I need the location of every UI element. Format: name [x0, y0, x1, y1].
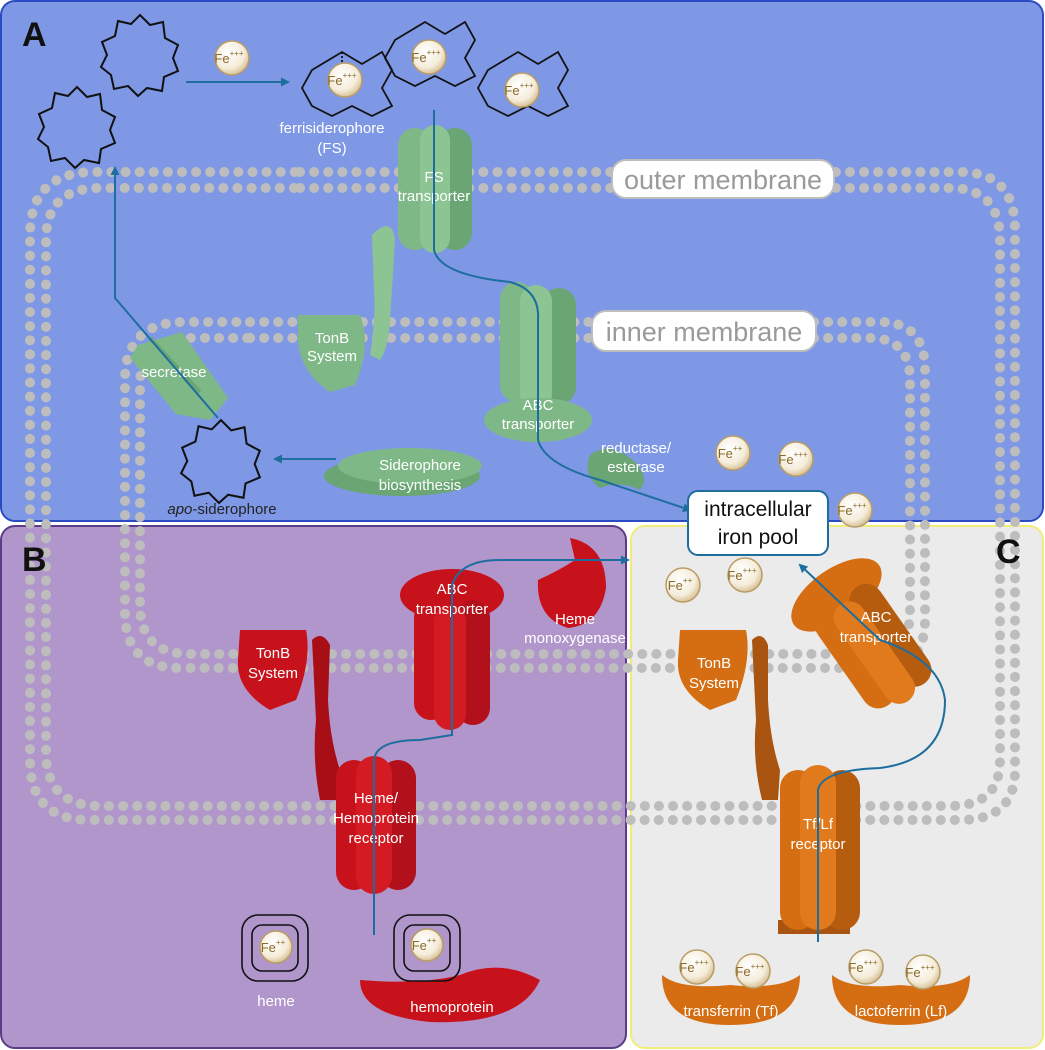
iron-ion-icon: Fe+++ [735, 953, 771, 989]
receptor-b-label-2: Hemoprotein [333, 810, 419, 827]
transferrin [662, 975, 800, 1025]
reductase-label-2: esterase [607, 459, 665, 476]
ferrisiderophore-icon [476, 50, 570, 118]
iron-ion-icon: Fe+++ [848, 949, 884, 985]
tonb-system-c [677, 630, 780, 800]
tonb-c-label-2: System [689, 675, 739, 692]
ferrisiderophore-icon [383, 20, 477, 88]
heme-monoxygenase-label-2: monoxygenase [524, 630, 626, 647]
svg-text:Fe+++: Fe+++ [778, 450, 808, 467]
iron-ion-icon: Fe+++ [327, 62, 363, 98]
tonb-c-label: TonB [697, 655, 731, 672]
tonb-b-label: TonB [256, 645, 290, 662]
iron-ion-icon: Fe+++ [504, 72, 540, 108]
panel-b-letter: B [22, 541, 47, 579]
svg-text:Fe+++: Fe+++ [214, 49, 244, 66]
receptor-b-label: Heme/ [354, 790, 399, 807]
iron-ion-icon: Fe++ [715, 435, 751, 471]
svg-text:Fe+++: Fe+++ [411, 48, 441, 65]
abc-c-label: ABC [861, 609, 892, 626]
iron-ion-icon: Fe+++ [679, 949, 715, 985]
porphyrin-icon [393, 914, 461, 982]
siderophore-biosynthesis-label: Siderophore [379, 457, 461, 474]
svg-text:Fe++: Fe++ [412, 936, 437, 953]
tonb-system-b [237, 630, 340, 800]
iron-ion-icon: Fe+++ [727, 557, 763, 593]
heme-hemoprotein-receptor [336, 756, 416, 894]
receptor-b-label-3: receptor [348, 830, 403, 847]
heme-label: heme [257, 993, 295, 1010]
iron-ion-icon: Fe++ [665, 567, 701, 603]
siderophore-biosynthesis [324, 448, 482, 496]
svg-text:Fe++: Fe++ [261, 938, 286, 955]
inner-membrane-label: inner membrane [606, 317, 803, 347]
tonb-b-label-2: System [248, 665, 298, 682]
outer-membrane [25, 167, 1020, 825]
svg-text:Fe+++: Fe+++ [848, 958, 878, 975]
porphyrin-icon [241, 914, 309, 982]
svg-text:Fe+++: Fe+++ [504, 81, 534, 98]
tonb-system-a [298, 226, 395, 392]
lactoferrin-label: lactoferrin (Lf) [855, 1003, 948, 1020]
iron-pool-label-2: iron pool [718, 526, 799, 549]
tf-lf-receptor [778, 765, 860, 934]
hemoprotein-label: hemoprotein [410, 999, 493, 1016]
iron-ion-icon: Fe+++ [214, 40, 250, 76]
panel-a-letter: A [22, 16, 47, 54]
transferrin-label: transferrin (Tf) [683, 1003, 778, 1020]
arrow-icon [110, 166, 219, 419]
hemoprotein [360, 967, 540, 1023]
fs-transporter [398, 125, 472, 253]
iron-ion-icon: Fe+++ [905, 954, 941, 990]
reductase-label: reductase/ [601, 440, 672, 457]
iron-ion-icon: Fe+++ [778, 441, 814, 477]
ferrisiderophore-icon [300, 50, 394, 118]
tonb-a-label-2: System [307, 348, 357, 365]
iron-ion-icon: Fe++ [259, 930, 293, 964]
lactoferrin [832, 975, 970, 1025]
panel-b-background [0, 525, 627, 1049]
svg-text:Fe+++: Fe+++ [735, 962, 765, 979]
ferrisiderophore-abbrev: (FS) [317, 140, 346, 157]
arrow-icon [433, 110, 692, 513]
ferrisiderophore-label: ferrisiderophore [279, 120, 384, 137]
svg-text:Fe+++: Fe+++ [727, 566, 757, 583]
panel-a-background [0, 0, 1044, 522]
tonb-a-label: TonB [315, 330, 349, 347]
svg-text:Fe+++: Fe+++ [327, 71, 357, 88]
iron-ion-icon: Fe++ [410, 928, 444, 962]
arrow-icon [798, 563, 947, 942]
svg-text:Fe+++: Fe+++ [837, 501, 867, 518]
secretase-label: secretase [141, 364, 206, 381]
svg-text:Fe++: Fe++ [718, 444, 743, 461]
siderophore-biosynthesis-label-2: biosynthesis [379, 477, 462, 494]
heme-monoxygenase-label: Heme [555, 611, 595, 628]
panel-c-letter: C [996, 533, 1021, 571]
abc-transporter-c [791, 558, 932, 709]
arrow-icon [373, 555, 630, 935]
iron-ion-icon: Fe+++ [837, 492, 873, 528]
iron-pool-label: intracellular [704, 498, 811, 521]
apo-siderophore-label: apo-siderophore [167, 501, 276, 518]
svg-text:Fe+++: Fe+++ [679, 958, 709, 975]
svg-text:Fe+++: Fe+++ [905, 963, 935, 980]
iron-ion-icon: Fe+++ [411, 39, 447, 75]
intracellular-iron-pool: intracellular iron pool [687, 490, 829, 556]
outer-membrane-label: outer membrane [624, 165, 822, 195]
svg-text:Fe++: Fe++ [668, 576, 693, 593]
